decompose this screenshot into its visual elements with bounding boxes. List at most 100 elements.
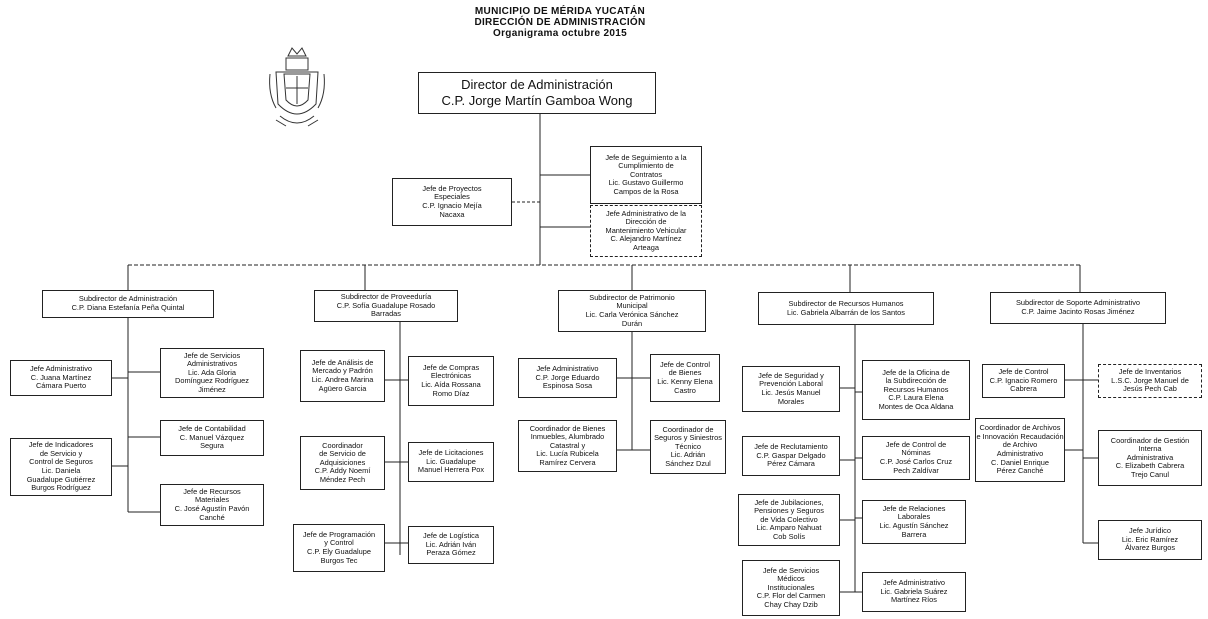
box-line: Jefe de Control de bbox=[885, 439, 947, 449]
box-line: C.P. Jorge Eduardo bbox=[535, 372, 600, 382]
box-line: Barrera bbox=[901, 529, 927, 539]
box-line: Municipal bbox=[616, 301, 648, 311]
box-line: Chay Chay Dzib bbox=[764, 599, 818, 609]
subdirection-box: Subdirector de Administración C.P. Diana… bbox=[42, 290, 214, 318]
box-line: Sánchez Dzul bbox=[665, 458, 711, 468]
box-line: Méndez Pech bbox=[319, 474, 366, 484]
box-line: C.P. Diana Estefanía Peña Quintal bbox=[71, 303, 185, 312]
box-line: Cumplimiento de bbox=[618, 161, 674, 171]
box-line: Coordinador de Bienes bbox=[529, 423, 606, 433]
unit-box: Jefe de Control C.P. Ignacio Romero Cabr… bbox=[982, 364, 1065, 398]
box-line: Jefe Jurídico bbox=[1129, 526, 1171, 536]
box-line: Jefe de Compras bbox=[422, 362, 480, 372]
box-line: Álvarez Burgos bbox=[1124, 543, 1176, 553]
box-line: Lic. Gabriela Suárez bbox=[880, 586, 948, 596]
director-box: Director de Administración C.P. Jorge Ma… bbox=[418, 72, 656, 114]
box-line: C. Elizabeth Cabrera bbox=[1115, 461, 1185, 471]
unit-box: Coordinador de Bienes Inmuebles, Alumbra… bbox=[518, 420, 617, 472]
box-line: Seguros y Siniestros bbox=[654, 433, 722, 443]
box-line: Lic. Kenny Elena bbox=[657, 377, 713, 386]
box-line: Peraza Gómez bbox=[426, 548, 476, 558]
box-line: C.P. Addy Noemí bbox=[314, 466, 371, 476]
box-line: Especiales bbox=[434, 192, 470, 202]
box-line: Guadalupe Gutiérrez bbox=[26, 474, 96, 484]
box-line: Durán bbox=[621, 318, 643, 328]
box-line: C.P. Gaspar Delgado bbox=[756, 450, 826, 460]
box-line: Jefe de Indicadores bbox=[28, 440, 94, 450]
box-line: Catastral y bbox=[549, 440, 586, 450]
box-line: Jefe de Contabilidad bbox=[178, 424, 246, 434]
box-line: Lic. Gabriela Albarrán de los Santos bbox=[787, 307, 905, 317]
box-line: e Innovación Recaudación bbox=[976, 431, 1064, 441]
box-line: Administrativo bbox=[996, 449, 1044, 458]
box-line: C. José Agustín Pavón bbox=[174, 504, 250, 513]
box-line: Lic. Carla Verónica Sánchez bbox=[585, 310, 679, 319]
box-line: Administrativos bbox=[186, 359, 238, 369]
box-line: Jefe de Análisis de bbox=[311, 357, 374, 367]
box-line: Cob Solís bbox=[772, 531, 806, 541]
subdirection-box: Subdirector de Proveeduría C.P. Sofía Gu… bbox=[314, 290, 458, 322]
box-line: de Servicio y bbox=[39, 448, 83, 458]
box-line: Arteaga bbox=[633, 242, 659, 252]
box-line: Lic. Aída Rossana bbox=[421, 380, 481, 389]
box-line: Jefe de Servicios bbox=[183, 350, 241, 360]
unit-box: Jefe Administrativo C.P. Jorge Eduardo E… bbox=[518, 358, 617, 398]
box-line: C.P. Sofía Guadalupe Rosado bbox=[336, 300, 436, 310]
box-line: Lic. Eric Ramírez bbox=[1121, 534, 1179, 544]
box-line: C.P. Ely Guadalupe bbox=[307, 547, 371, 556]
box-line: Jesús Pech Cab bbox=[1123, 384, 1177, 394]
box-line: Jefe de Inventarios bbox=[1118, 367, 1182, 377]
box-line: Coordinador de Archivos bbox=[979, 423, 1061, 433]
box-line: Nacaxa bbox=[439, 209, 465, 219]
box-line: Dirección de bbox=[625, 217, 667, 227]
box-line: de Servicio de bbox=[319, 449, 366, 459]
box-line: Jefe de Jubilaciones, bbox=[754, 497, 824, 507]
box-line: C. Juana Martínez bbox=[30, 372, 92, 382]
unit-box: Coordinador de Seguros y Siniestros Técn… bbox=[650, 420, 726, 474]
box-line: Coordinador bbox=[322, 440, 363, 450]
box-line: Lic. Guadalupe bbox=[426, 456, 476, 466]
box-line: Montes de Oca Aldana bbox=[878, 401, 954, 411]
staff-box: Jefe de Proyectos Especiales C.P. Ignaci… bbox=[392, 178, 512, 226]
box-line: Canché bbox=[199, 512, 225, 522]
staff-box: Jefe Administrativo de la Dirección de M… bbox=[590, 205, 702, 257]
unit-box: Jefe de Relaciones Laborales Lic. Agustí… bbox=[862, 500, 966, 544]
unit-box: Jefe de Seguridad y Prevención Laboral L… bbox=[742, 366, 840, 412]
box-line: Subdirector de Administración bbox=[78, 294, 178, 304]
box-line: Jefe Administrativo bbox=[29, 364, 93, 374]
box-line: Martínez Ríos bbox=[890, 595, 937, 605]
unit-box: Jefe de Recursos Materiales C. José Agus… bbox=[160, 484, 264, 526]
unit-box: Jefe de Servicios Administrativos Lic. A… bbox=[160, 348, 264, 398]
unit-box: Jefe Administrativo Lic. Gabriela Suárez… bbox=[862, 572, 966, 612]
box-line: C.P. Jaime Jacinto Rosas Jiménez bbox=[1021, 307, 1135, 316]
unit-box: Jefe de Servicios Médicos Institucionale… bbox=[742, 560, 840, 616]
box-line: Administrativa bbox=[1126, 452, 1174, 462]
box-line: Jefe de Recursos bbox=[183, 486, 241, 496]
box-line: Prevención Laboral bbox=[759, 379, 823, 389]
box-line: Pérez Canché bbox=[996, 466, 1044, 476]
unit-box: Jefe de Análisis de Mercado y Padrón Lic… bbox=[300, 350, 385, 402]
box-line: Pech Zaldívar bbox=[893, 465, 939, 475]
box-line: Jefe de la Oficina de bbox=[882, 367, 950, 377]
box-line: Contratos bbox=[629, 169, 663, 179]
box-line: Cabrera bbox=[1010, 384, 1037, 394]
box-line: Trejo Canul bbox=[1131, 469, 1169, 479]
unit-box: Jefe de Licitaciones Lic. Guadalupe Manu… bbox=[408, 442, 494, 482]
box-line: Coordinador de bbox=[662, 424, 714, 434]
box-line: Jefe de Control bbox=[659, 359, 711, 369]
box-line: Jefe Administrativo bbox=[536, 364, 599, 374]
unit-box: Jefe Administrativo C. Juana Martínez Cá… bbox=[10, 360, 112, 396]
staff-box: Jefe de Seguimiento a la Cumplimiento de… bbox=[590, 146, 702, 204]
box-line: Lic. Daniela bbox=[41, 466, 81, 475]
unit-box: Coordinador de Servicio de Adquisiciones… bbox=[300, 436, 385, 490]
box-line: Jefe Administrativo bbox=[882, 578, 946, 588]
box-line: la Subdirección de bbox=[885, 376, 947, 386]
box-line: Burgos Rodríguez bbox=[31, 483, 91, 493]
box-line: Jefe de Reclutamiento bbox=[754, 442, 828, 452]
box-line: Lic. Gustavo Guillermo bbox=[608, 178, 684, 188]
box-line: C. Daniel Enrique bbox=[991, 457, 1049, 467]
box-line: Jefe de Licitaciones bbox=[418, 448, 484, 458]
box-line: Control de Seguros bbox=[29, 457, 93, 467]
unit-box: Jefe Jurídico Lic. Eric Ramírez Álvarez … bbox=[1098, 520, 1202, 560]
